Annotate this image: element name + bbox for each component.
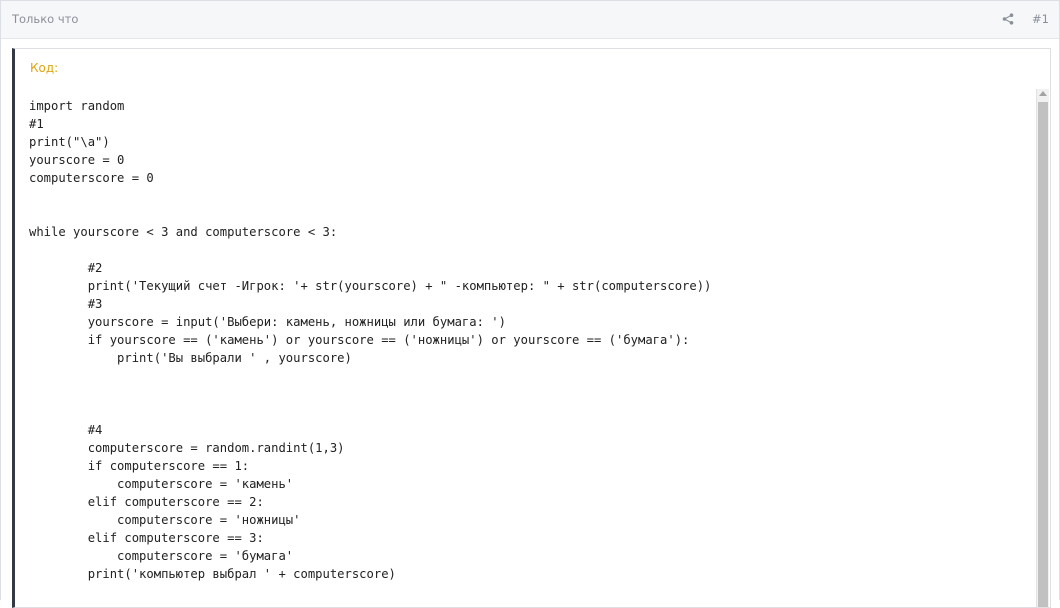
scrollbar-thumb[interactable] xyxy=(1038,102,1048,607)
post-actions: #1 xyxy=(1002,11,1049,27)
code-block: Код: import random #1 print("\a") yoursc… xyxy=(12,48,1051,608)
code-scrollbar[interactable] xyxy=(1036,89,1049,607)
code-scroll-area[interactable]: import random #1 print("\a") yourscore =… xyxy=(15,89,1050,607)
code-block-title: Код: xyxy=(30,61,59,75)
code-content: import random #1 print("\a") yourscore =… xyxy=(29,99,712,581)
post-timestamp: Только что xyxy=(12,12,79,26)
share-icon[interactable] xyxy=(1002,13,1014,25)
share-icon-graphic xyxy=(1002,13,1014,25)
post-header: Только что #1 xyxy=(1,1,1059,39)
post-number-link[interactable]: #1 xyxy=(1032,12,1049,26)
scroll-up-arrow-icon[interactable] xyxy=(1039,91,1047,96)
